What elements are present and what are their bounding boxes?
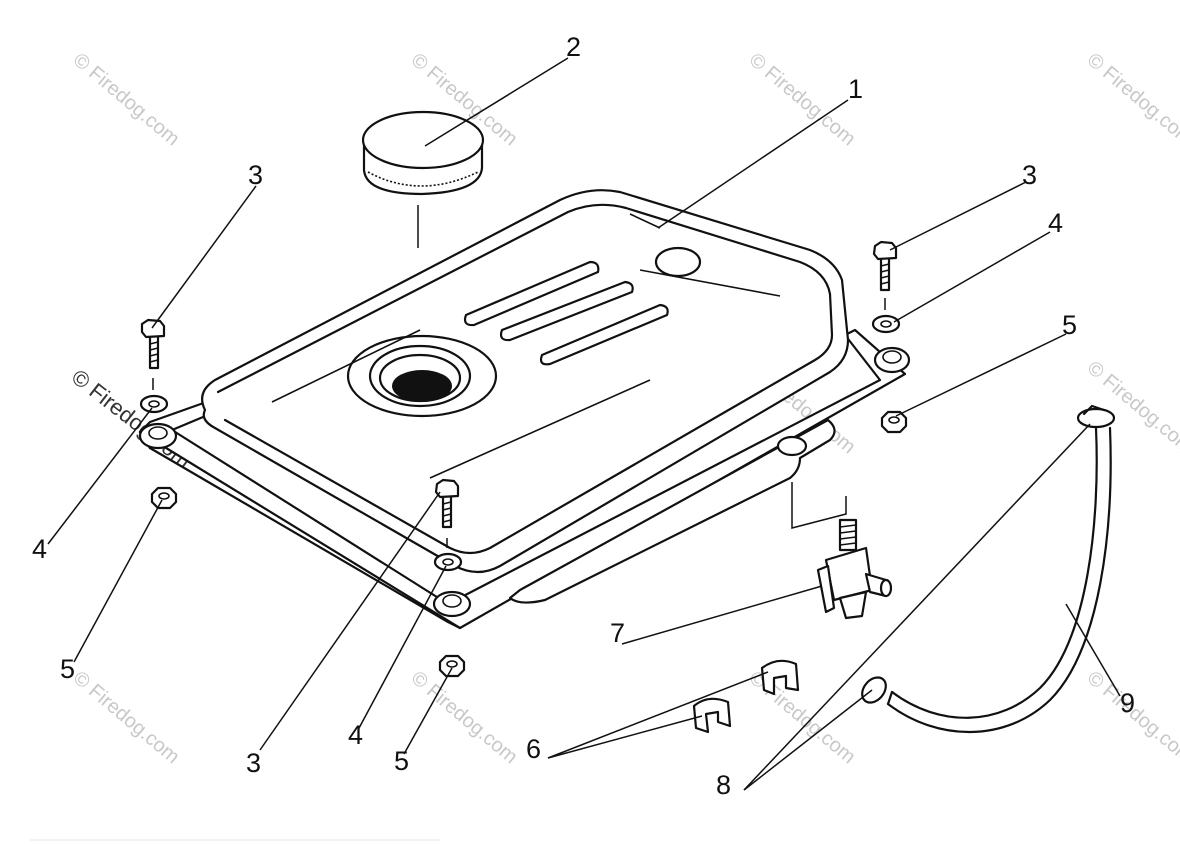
callout-5: 5	[1062, 310, 1077, 340]
callout-6: 6	[526, 734, 541, 764]
fuel-hose	[886, 426, 1112, 734]
hose-clips	[692, 659, 800, 734]
callout-2: 2	[566, 32, 581, 62]
fuel-tank	[138, 189, 911, 630]
callout-3: 3	[248, 160, 263, 190]
fuel-valve	[791, 482, 893, 620]
tank-sump	[508, 418, 836, 604]
callout-8: 8	[716, 770, 731, 800]
callout-1: 1	[848, 74, 863, 104]
callout-4: 4	[32, 534, 47, 564]
tank-grommets	[138, 346, 911, 618]
watermark: © Firedog.com	[69, 667, 184, 768]
tank-top-edge	[216, 203, 834, 555]
callout-4: 4	[348, 720, 363, 750]
tank-body	[201, 189, 850, 574]
bolt-left	[140, 318, 166, 390]
watermark: © Firedog.com	[1083, 49, 1180, 150]
watermark: © Firedog.com	[745, 667, 860, 768]
callout-labels: 1 2 3 3 3 4 4 4 5 5 5 6 7 8 9	[32, 32, 1135, 800]
filler-neck	[346, 334, 498, 418]
fuel-cap	[361, 110, 485, 248]
callout-9: 9	[1120, 688, 1135, 718]
fuel-gauge-window	[654, 246, 702, 278]
washers	[139, 314, 901, 572]
callout-7: 7	[610, 618, 625, 648]
bolt-right	[872, 240, 898, 310]
hose-clamps	[861, 404, 1116, 704]
bolt-center	[434, 478, 460, 548]
callout-4: 4	[1048, 208, 1063, 238]
callout-3: 3	[1022, 160, 1037, 190]
nuts	[150, 410, 908, 678]
tank-slots	[463, 260, 669, 366]
callout-3: 3	[246, 748, 261, 778]
watermark: © Firedog.com	[745, 49, 860, 150]
callout-5: 5	[60, 654, 75, 684]
watermark: © Firedog.com	[69, 49, 184, 150]
leader-lines	[47, 57, 1121, 791]
callout-5: 5	[394, 746, 409, 776]
